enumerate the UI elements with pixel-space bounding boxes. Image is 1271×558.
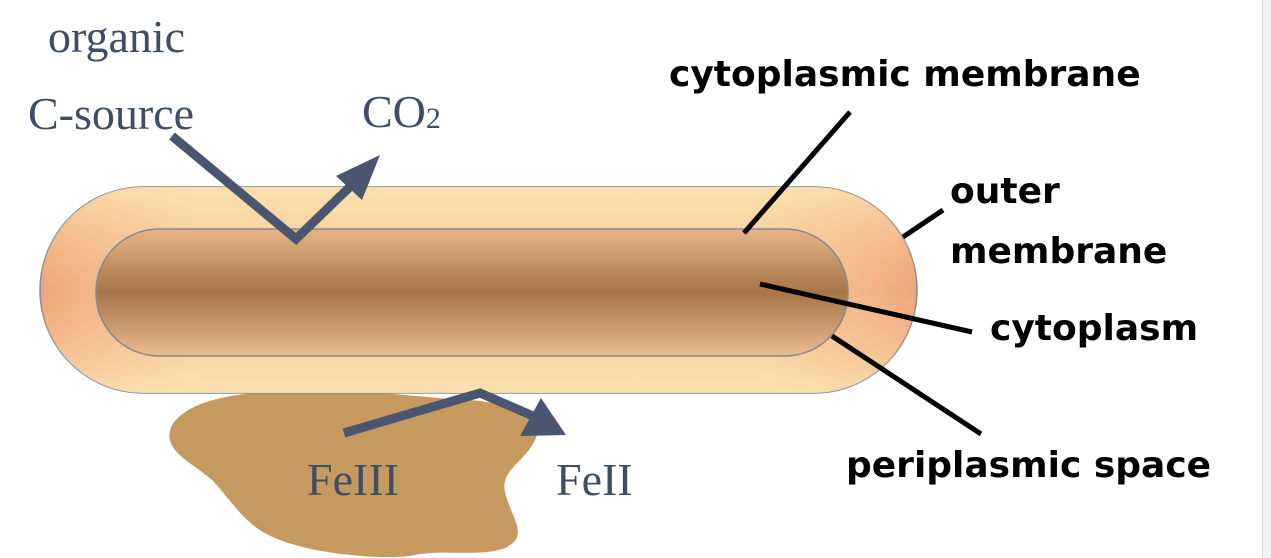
co2-label: CO2: [362, 86, 441, 137]
organic-label: organic: [48, 11, 185, 62]
co2-subscript: 2: [426, 102, 441, 135]
fe2-label: FeII: [556, 454, 633, 505]
outer-membrane-label-line1: outer: [950, 171, 1060, 212]
cytoplasmic-membrane-label: cytoplasmic membrane: [669, 54, 1141, 95]
scrollbar-track[interactable]: [1262, 0, 1271, 558]
outer-membrane-leader: [903, 210, 943, 237]
cytoplasm-body: [96, 229, 848, 356]
co2-main: CO: [362, 86, 426, 137]
periplasmic-space-label: periplasmic space: [846, 445, 1211, 486]
fe3-label: FeIII: [307, 454, 399, 505]
c-source-label: C-source: [28, 88, 194, 139]
cytoplasm-label: cytoplasm: [990, 308, 1198, 349]
outer-membrane-label-line2: membrane: [950, 231, 1167, 272]
